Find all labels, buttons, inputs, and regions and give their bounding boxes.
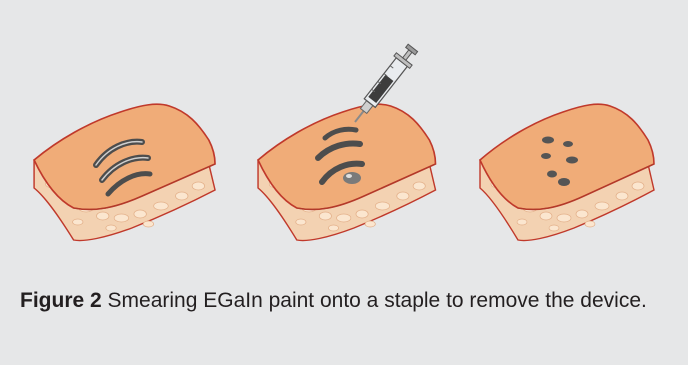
tissue-block-1: [34, 104, 215, 240]
tissue-block-3: [480, 104, 654, 240]
caption-text: Smearing EGaIn paint onto a staple to re…: [102, 289, 647, 312]
figure-illustration: [0, 0, 688, 265]
tissue-block-2: [258, 104, 435, 240]
metal-droplet-icon: [343, 172, 361, 184]
figure-label: Figure 2: [20, 289, 102, 312]
figure-caption: Figure 2 Smearing EGaIn paint onto a sta…: [20, 286, 660, 315]
